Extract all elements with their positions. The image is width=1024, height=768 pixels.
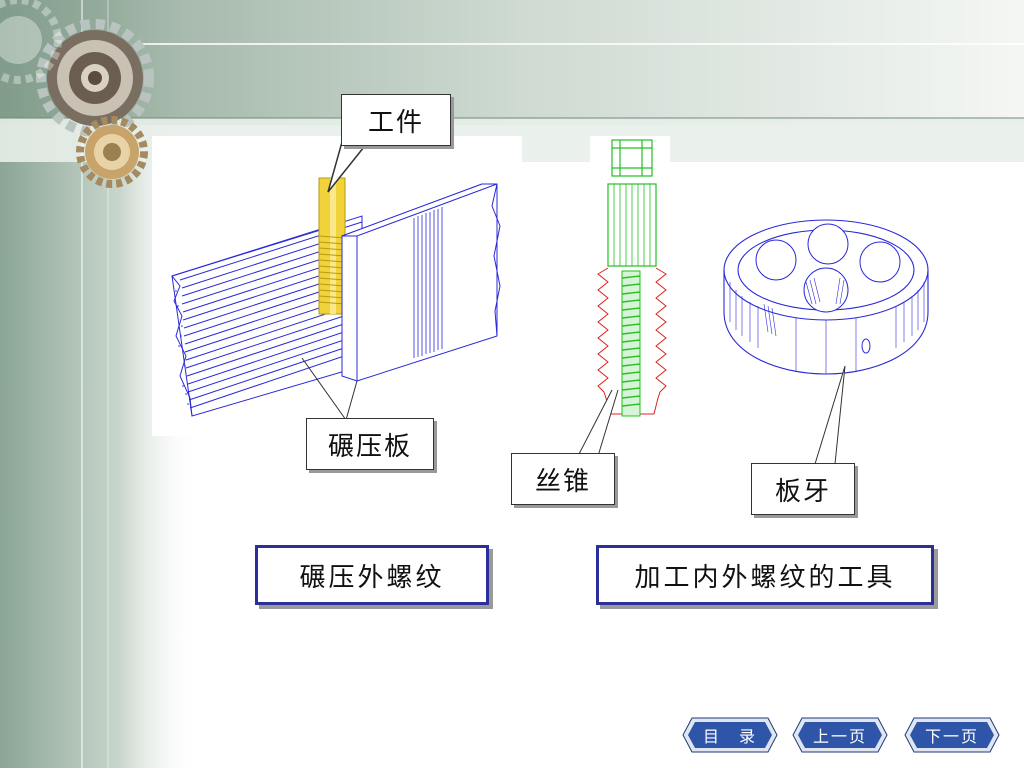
right-caption-text: 加工内外螺纹的工具	[634, 562, 896, 593]
next-page-button[interactable]: 下一页	[904, 716, 1000, 754]
tap-square-drive	[611, 139, 653, 177]
faint-gear-icon	[0, 0, 62, 84]
plate-end-texture	[175, 290, 189, 405]
toc-button[interactable]: 目 录	[682, 716, 778, 754]
die-label: 板牙	[751, 463, 855, 515]
prev-page-button[interactable]: 上一页	[792, 716, 888, 754]
tap-label: 丝锥	[511, 453, 615, 505]
right-rolling-plate	[341, 183, 501, 382]
small-gear-icon	[76, 116, 148, 188]
tap-illustration	[590, 136, 670, 426]
tap-shank	[607, 183, 657, 267]
die-illustration	[723, 219, 929, 375]
tap-flute	[621, 270, 641, 417]
die-thread-marks	[763, 277, 845, 337]
prev-page-button-shape	[792, 717, 888, 753]
die-label-text: 板牙	[774, 476, 831, 507]
tap-label-text: 丝锥	[534, 466, 591, 497]
rolling-plate-label: 碾压板	[306, 418, 434, 470]
die-hole-icon	[861, 338, 871, 354]
next-page-button-shape	[904, 717, 1000, 753]
left-caption: 碾压外螺纹	[255, 545, 489, 605]
large-gear-icon	[36, 19, 154, 137]
left-caption-text: 碾压外螺纹	[299, 562, 445, 593]
tool-leaders	[577, 365, 846, 465]
gear-icon	[0, 0, 154, 188]
next-page-button-label: 下一页	[924, 727, 979, 746]
right-plate-hatching	[413, 207, 443, 358]
tap-thread-left	[597, 267, 611, 415]
tap-thread-right	[653, 267, 667, 415]
thread-rolling-illustration	[152, 136, 522, 436]
die-cutting-lobes	[755, 223, 901, 313]
toc-button-shape	[682, 717, 778, 753]
workpiece-label-text: 工件	[367, 107, 424, 138]
toc-button-label: 目 录	[702, 727, 757, 746]
right-caption: 加工内外螺纹的工具	[596, 545, 934, 605]
die-side-hatching	[729, 282, 925, 374]
rolling-plate-label-text: 碾压板	[327, 431, 412, 462]
prev-page-button-label: 上一页	[812, 727, 867, 746]
workpiece-label: 工件	[341, 94, 451, 146]
